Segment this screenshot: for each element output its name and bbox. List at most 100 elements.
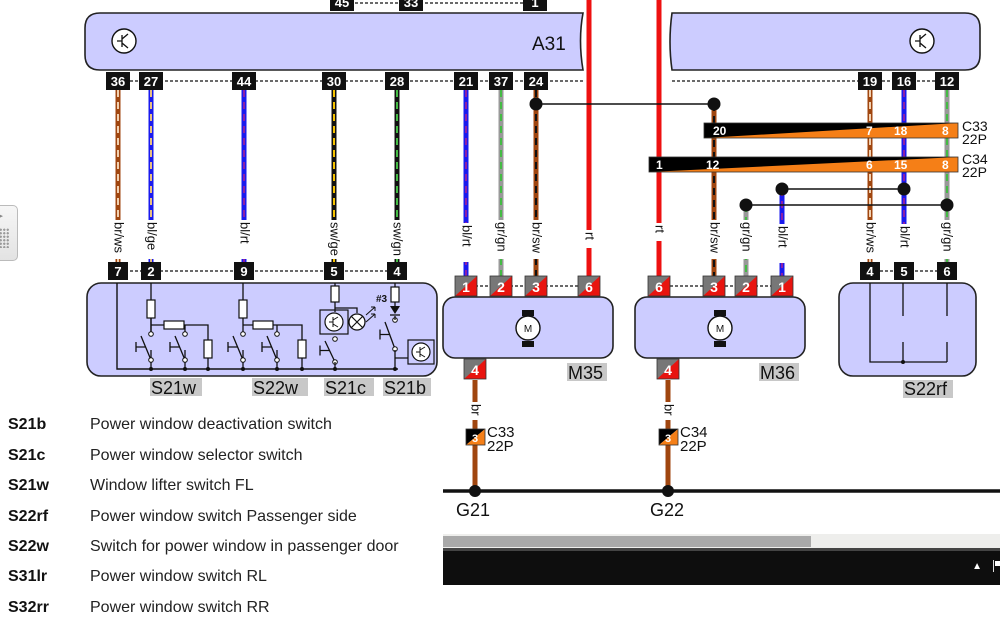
pin: 27 — [139, 72, 163, 90]
svg-text:44: 44 — [237, 74, 252, 89]
wire-color-label: bl/rt — [238, 222, 253, 244]
svg-text:6: 6 — [943, 264, 950, 279]
svg-text:36: 36 — [111, 74, 125, 89]
pin: 21 — [454, 72, 478, 90]
c34-type: 22P — [680, 438, 707, 455]
scrollbar-thumb[interactable] — [443, 536, 811, 547]
c33-pin: 7 — [866, 124, 873, 138]
module-m35[interactable]: M M35 — [442, 296, 614, 383]
svg-text:30: 30 — [327, 74, 341, 89]
legend-code: S22w — [8, 538, 49, 555]
connector-c34[interactable]: C34 22P 1 12 6 15 8 — [648, 151, 988, 180]
junction-node — [940, 198, 954, 212]
switch-block-labels: S21w S22w S21c S21b — [150, 378, 431, 398]
svg-text:16: 16 — [897, 74, 911, 89]
wire-color-label: bl/ge — [145, 222, 160, 250]
svg-text:3: 3 — [710, 279, 718, 295]
svg-text:1: 1 — [531, 0, 538, 10]
pin: 6 — [577, 275, 601, 297]
svg-text:2: 2 — [742, 279, 750, 295]
c34-pin: 6 — [866, 158, 873, 172]
wire-color-label: rt — [583, 232, 598, 240]
ground-pin-label: 3 — [665, 433, 671, 445]
junction-node — [529, 97, 543, 111]
label-s22rf: S22rf — [904, 379, 948, 399]
label-s21w: S21w — [151, 378, 197, 398]
wire-color-label: bl/rt — [460, 225, 475, 247]
expand-arrows-icon: ▸▸ — [0, 213, 3, 220]
wire-color-label: gr/gn — [740, 222, 755, 252]
ground-connector-c33: 3 C33 22P — [465, 424, 515, 455]
c34-type: 22P — [962, 164, 987, 180]
wire-color-label: br — [469, 404, 484, 416]
svg-text:45: 45 — [335, 0, 349, 10]
pin: 4 — [387, 262, 407, 280]
module-s22rf[interactable]: S22rf — [838, 282, 977, 399]
legend-code: S22rf — [8, 508, 49, 525]
motor-symbol: M — [716, 324, 724, 335]
legend-desc: Power window selector switch — [90, 447, 303, 464]
pin: 19 — [858, 72, 882, 90]
c33-type: 22P — [487, 438, 514, 455]
diode-icon — [390, 306, 400, 316]
side-panel-handle[interactable]: ▸▸ — [0, 205, 18, 261]
svg-text:2: 2 — [147, 264, 154, 279]
c33-name: C33 — [487, 424, 515, 441]
pin: 33 — [399, 0, 423, 11]
svg-text:24: 24 — [529, 74, 544, 89]
motor-icon: M — [707, 310, 733, 347]
svg-text:4: 4 — [664, 362, 672, 378]
wire-color-label: bl/rt — [898, 226, 913, 248]
tray-expand-icon[interactable]: ▲ — [972, 561, 982, 572]
svg-text:37: 37 — [494, 74, 508, 89]
ground-pin-label: 3 — [472, 433, 478, 445]
motor-icon: M — [515, 310, 541, 347]
action-center-flag-icon[interactable] — [993, 560, 1000, 572]
c34-pin: 15 — [894, 158, 908, 172]
grip-icon — [0, 228, 9, 248]
junction-node — [707, 97, 721, 111]
svg-text:5: 5 — [330, 264, 337, 279]
pin: 44 — [232, 72, 256, 90]
lamp-icon — [348, 306, 376, 331]
ground-node — [469, 485, 481, 497]
c34-name: C34 — [680, 424, 708, 441]
svg-text:4: 4 — [866, 264, 874, 279]
wire-color-label: br/ws — [864, 222, 879, 254]
transistor-icon — [909, 28, 935, 54]
ground-g21: G21 — [456, 500, 490, 520]
legend-desc: Power window deactivation switch — [90, 416, 332, 433]
ground-connector-c34: 3 C34 22P — [658, 424, 708, 455]
s22rf-pins: 4 5 6 — [860, 262, 957, 280]
junction-node — [897, 182, 911, 196]
svg-text:12: 12 — [940, 74, 954, 89]
transistor-icon — [411, 342, 431, 362]
svg-text:1: 1 — [778, 279, 786, 295]
junction-node — [775, 182, 789, 196]
module-a31[interactable]: A31 — [84, 12, 981, 71]
label-m35: M35 — [568, 363, 603, 383]
module-m36[interactable]: M M36 — [634, 296, 806, 383]
svg-text:5: 5 — [900, 264, 907, 279]
wire-color-label: rt — [653, 225, 668, 233]
connector-c33[interactable]: C33 22P 20 7 18 8 — [703, 118, 988, 147]
c33-pin: 20 — [713, 124, 727, 138]
svg-text:33: 33 — [404, 0, 418, 10]
wire-color-label: bl/rt — [776, 226, 791, 248]
svg-text:2: 2 — [497, 279, 505, 295]
pushbutton-switch-icon — [319, 336, 338, 365]
motor-symbol: M — [524, 324, 532, 335]
pin: 9 — [234, 262, 254, 280]
c33-pin: 8 — [942, 124, 949, 138]
horizontal-scrollbar[interactable] — [443, 534, 1000, 548]
wire-color-label: br — [662, 404, 677, 416]
label-s21c: S21c — [325, 378, 366, 398]
svg-text:21: 21 — [459, 74, 473, 89]
pin: 6 — [647, 275, 671, 297]
wire-color-label: br/sw — [530, 222, 545, 254]
svg-text:4: 4 — [471, 362, 479, 378]
pin: 3 — [702, 275, 726, 297]
pin: 4 — [656, 358, 680, 380]
